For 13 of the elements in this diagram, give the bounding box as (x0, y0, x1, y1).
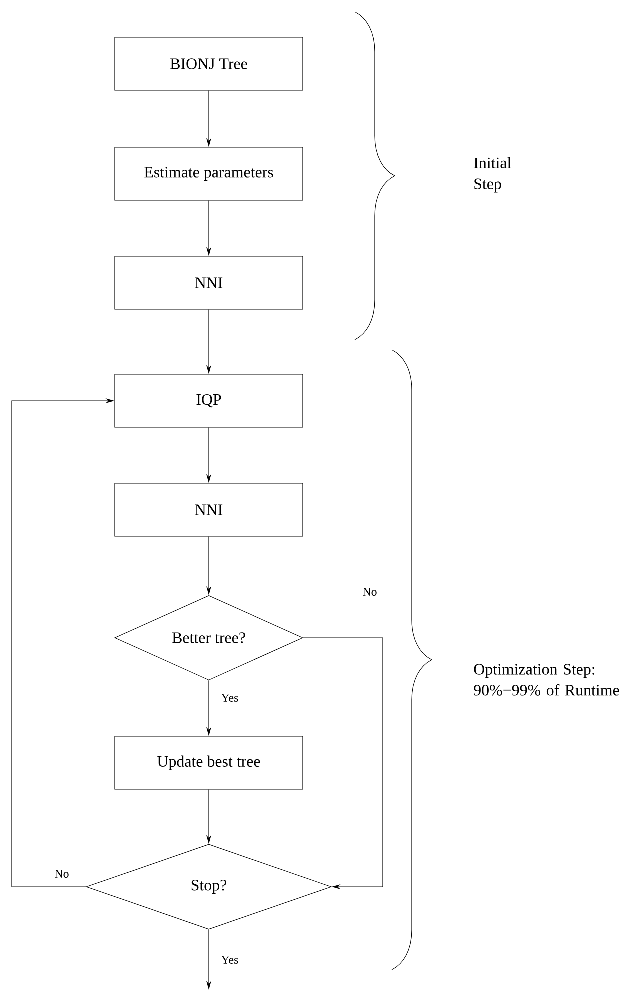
process-box: Update best tree (114, 736, 304, 790)
process-box: Estimate parameters (114, 147, 304, 201)
process-box: NNI (114, 483, 304, 537)
annotation: Optimization Step: 90%−99% of Runtime (474, 664, 620, 696)
process-box: NNI (114, 256, 304, 310)
process-box: BIONJ Tree (114, 37, 304, 91)
process-box: IQP (114, 374, 304, 428)
edge-label: No (362, 587, 378, 597)
edge-label: Yes (220, 955, 240, 965)
edge-label: Yes (220, 693, 240, 703)
annotation: Initial Step (474, 157, 512, 193)
edge-label: No (54, 869, 70, 879)
arrow (303, 638, 384, 890)
